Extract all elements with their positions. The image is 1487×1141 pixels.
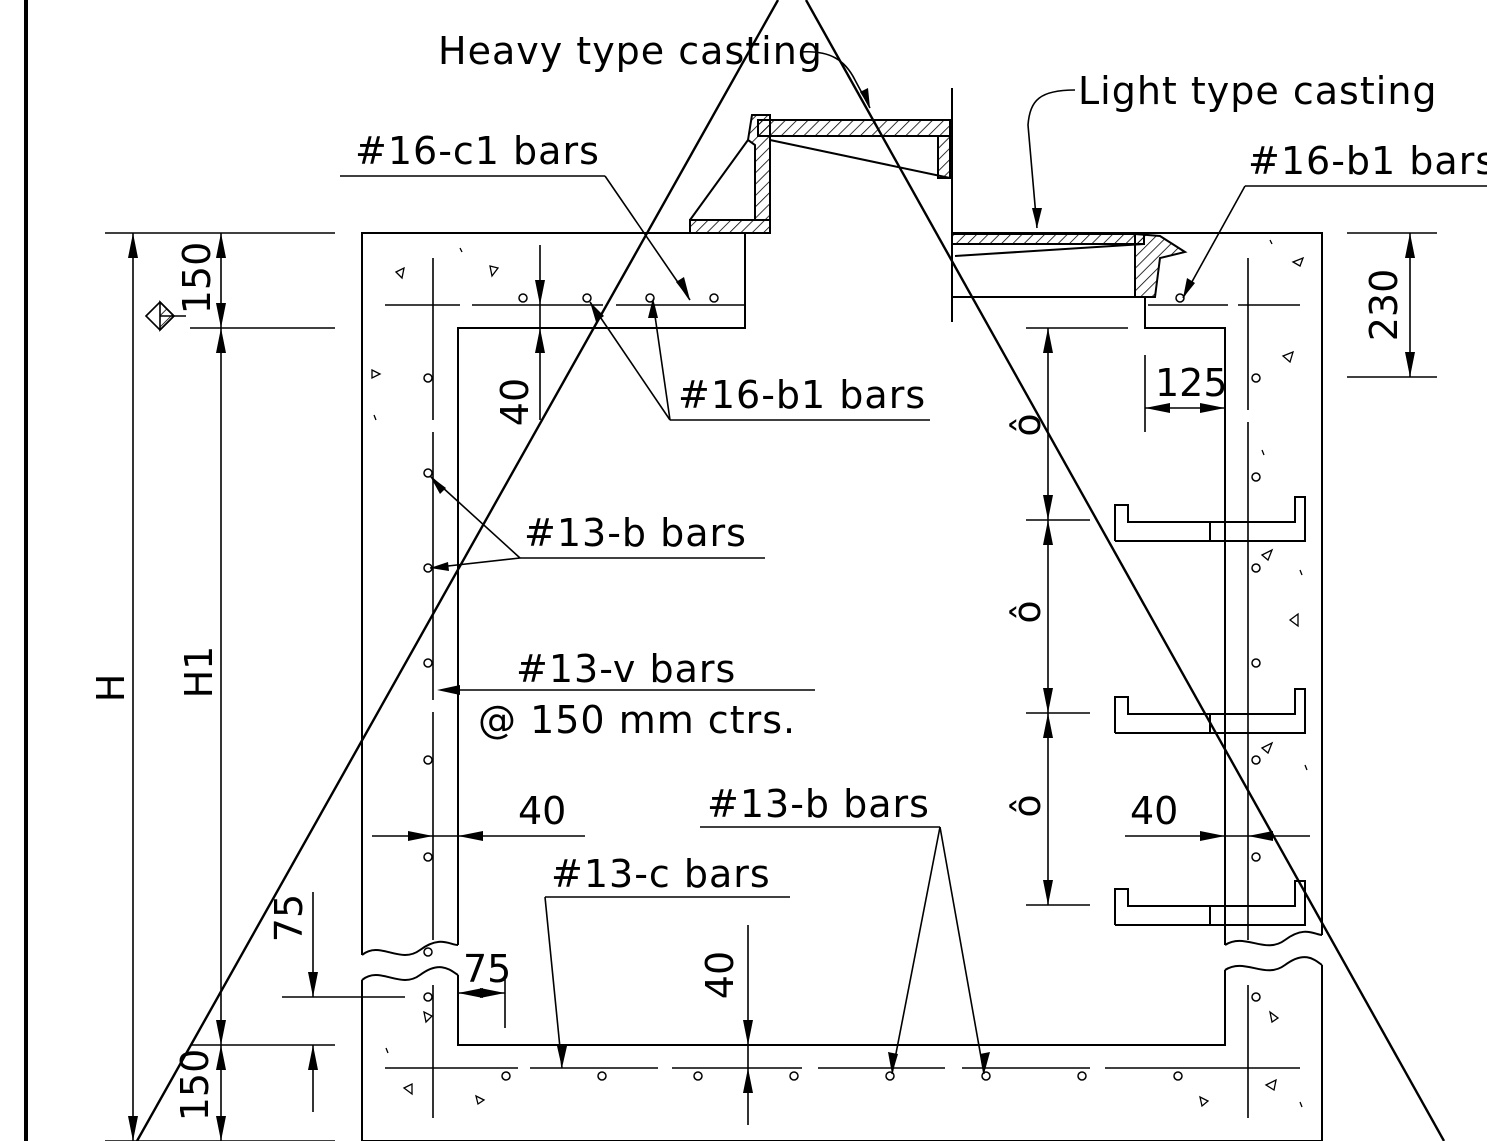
leader-lines [340,50,1487,1075]
bars-13b-floor-label: #13-b bars [707,782,930,826]
dim-h-total: H [89,674,133,703]
step-2 [1114,688,1306,734]
dim-cover-left: 40 [518,789,566,833]
dimension-labels: H H1 150 150 230 40 40 40 40 125 75 75 ô… [89,242,1406,1122]
dim-step-offset: 125 [1155,361,1228,405]
arrowheads [128,233,1415,1141]
concrete-aggregate-marks [371,239,1308,1108]
bars-13b-wall-label: #13-b bars [524,511,747,555]
bar-labels: Heavy type casting Light type casting #1… [355,29,1487,896]
bars-13v-label: #13-v bars [516,647,736,691]
step-label-3: ô [1005,794,1049,817]
dimension-lines [105,232,1437,1141]
heavy-casting-shape [689,88,953,322]
bars-16b1-right-label: #16-b1 bars [1248,139,1487,183]
dim-cover-right: 40 [1130,789,1178,833]
dim-cover-top: 40 [493,378,537,426]
rebar-lines [385,258,1300,1118]
dim-top-slab: 150 [175,242,219,315]
bars-16c1-label: #16-c1 bars [355,129,600,173]
manhole-steps [1114,496,1306,926]
dim-cover-floor: 40 [698,951,742,999]
dim-h1: H1 [177,646,221,699]
leader-arrowheads [430,88,1195,1074]
light-casting-shape [951,232,1188,298]
bars-13c-label: #13-c bars [551,852,771,896]
light-casting-label: Light type casting [1078,69,1438,113]
step-1 [1114,496,1306,542]
dim-wall-75-horizontal: 75 [463,947,511,991]
rebar-dots [423,293,1261,1081]
heavy-casting-label: Heavy type casting [438,29,823,73]
step-label-2: ô [1005,600,1049,623]
bars-16b1-mid-label: #16-b1 bars [678,373,926,417]
dim-bottom-slab: 150 [173,1049,217,1122]
bars-13v-spacing-label: @ 150 mm ctrs. [478,698,796,742]
step-label-1: ô [1005,413,1049,436]
dim-right-top: 230 [1362,269,1406,342]
load-distribution-lines [135,0,1446,1141]
dim-wall-75-vertical: 75 [267,894,311,942]
level-marker-icon [144,300,186,332]
step-3 [1114,880,1306,926]
